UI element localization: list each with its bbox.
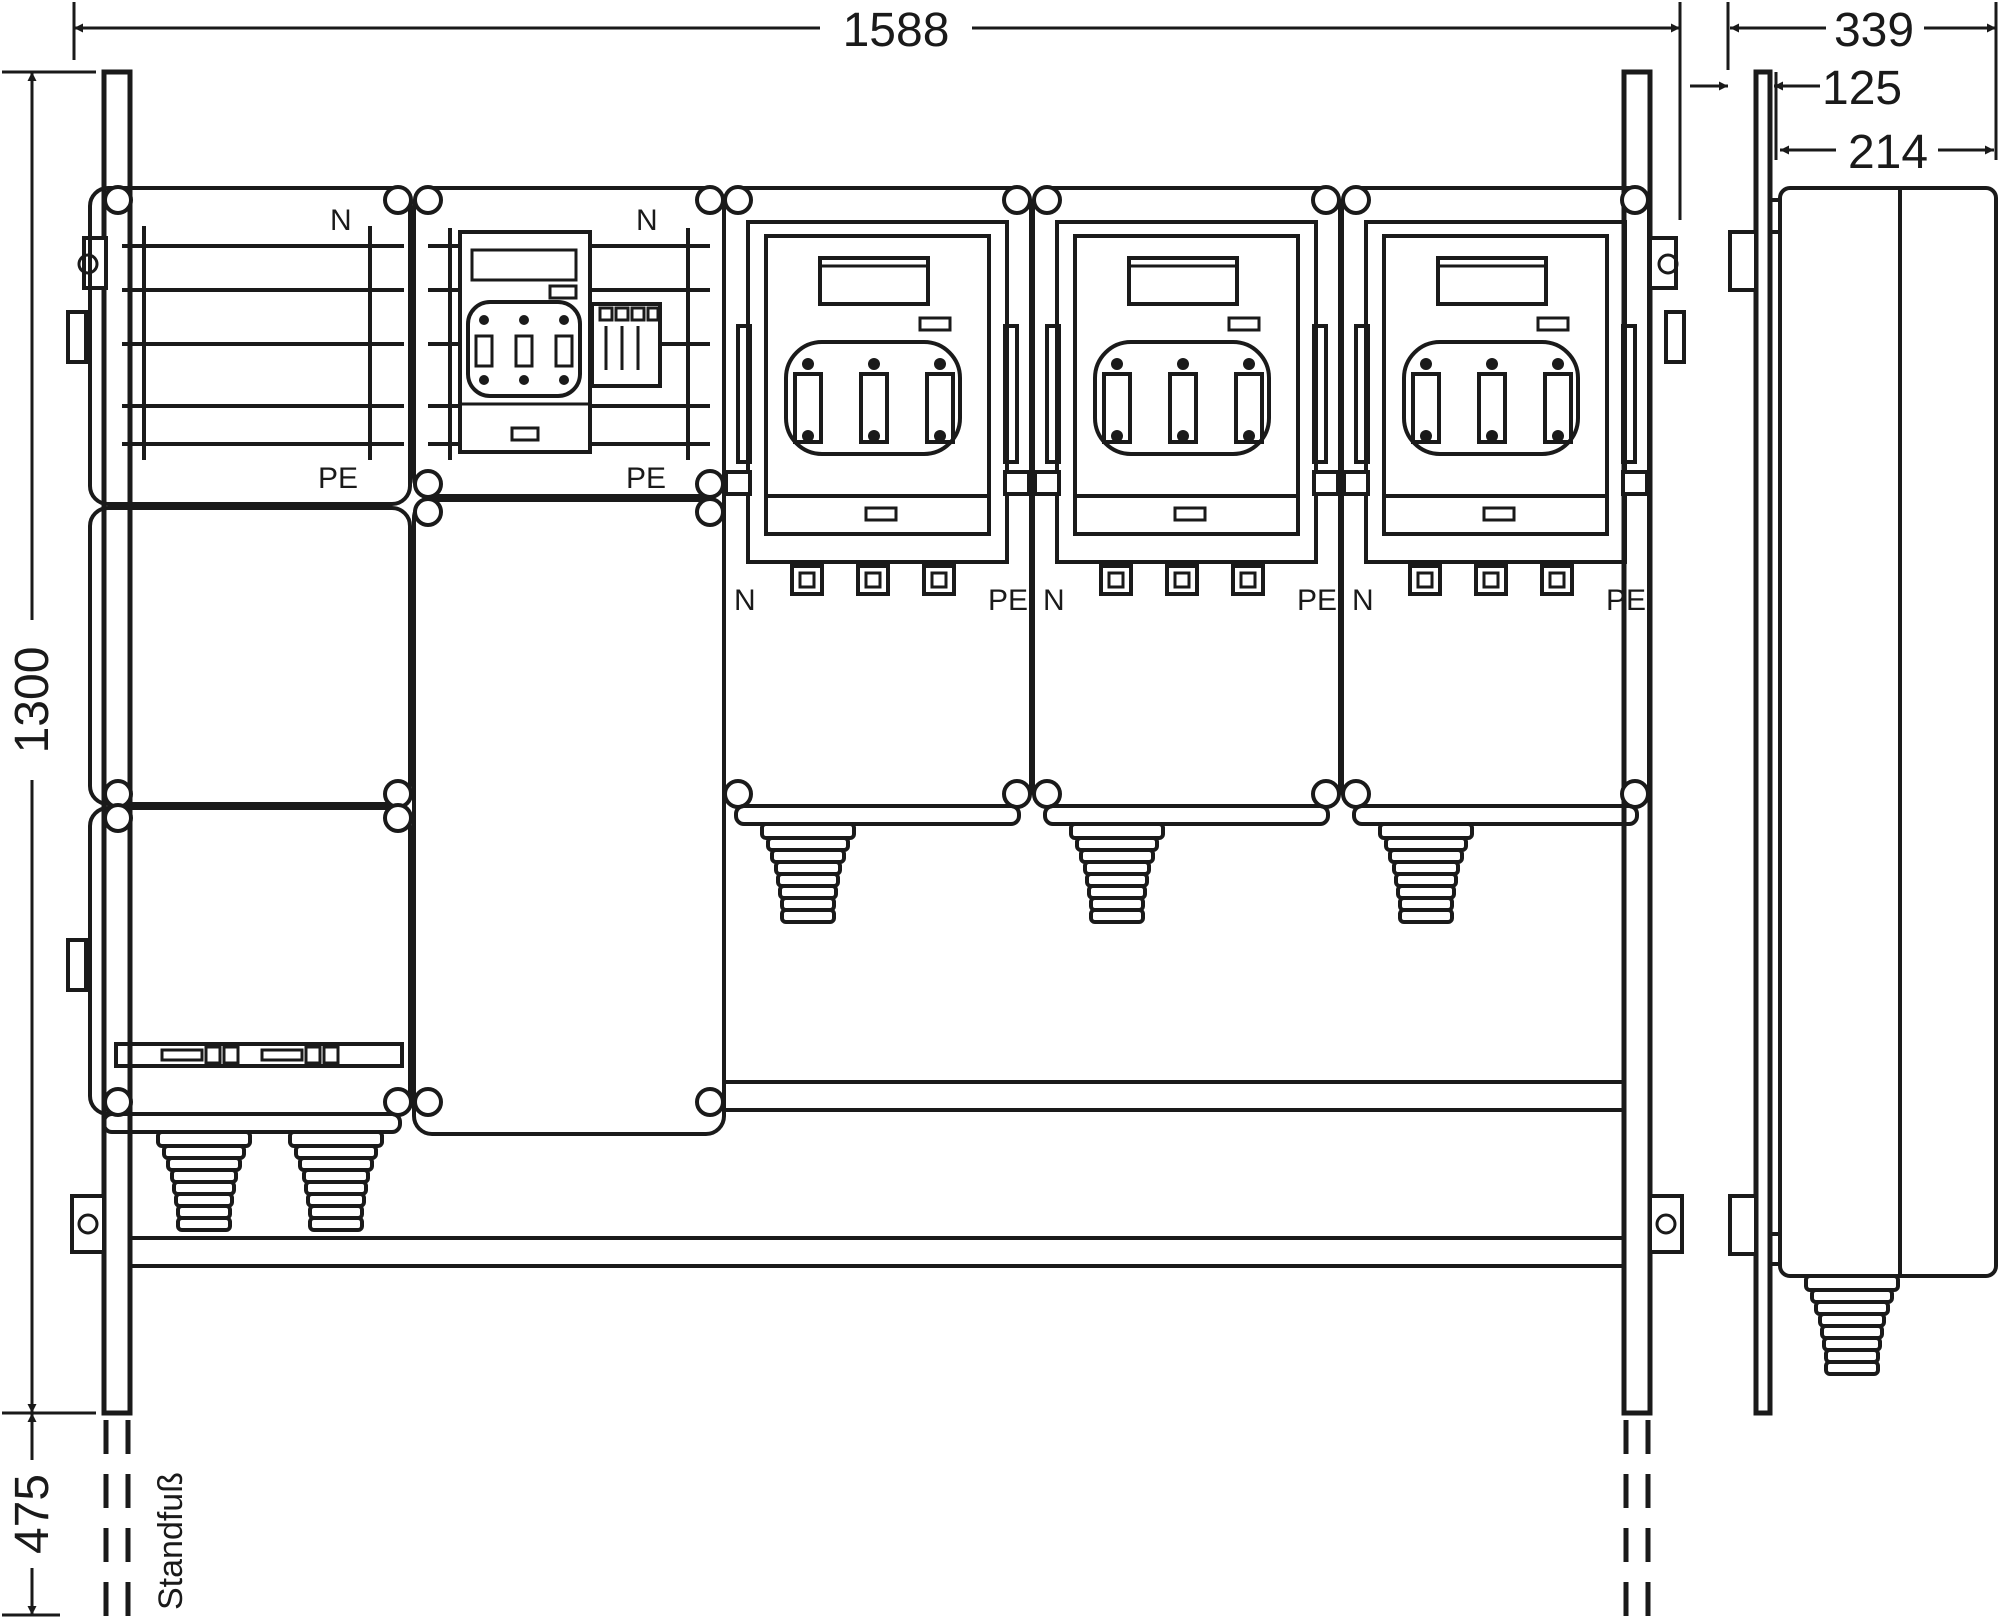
dimension-side-offset-value: 125 bbox=[1822, 62, 1902, 115]
left-post bbox=[101, 69, 133, 1416]
fuse-module-pe-label: PE bbox=[988, 584, 1028, 617]
front-view: Standfuß bbox=[66, 69, 1686, 1618]
side-housing bbox=[1778, 186, 1998, 1278]
module-fuse-switch: N PE bbox=[1340, 185, 1651, 924]
cable-gland bbox=[1069, 822, 1165, 924]
module-fuse-switch: N PE bbox=[722, 185, 1033, 924]
dimension-height-value: 1300 bbox=[6, 647, 59, 754]
fuse-module-pe-label: PE bbox=[1297, 584, 1337, 617]
cable-gland bbox=[156, 1130, 252, 1232]
side-post bbox=[1753, 69, 1773, 1416]
stand-foot-extension bbox=[103, 1420, 1651, 1618]
dimension-stand-foot-value: 475 bbox=[6, 1474, 59, 1554]
module1-neutral-label: N bbox=[330, 204, 352, 237]
module-fuse-switch: N PE bbox=[1031, 185, 1342, 924]
dimension-stand-foot: 475 bbox=[2, 1413, 60, 1617]
left-mount-lugs bbox=[66, 236, 108, 1254]
dimension-overall-width-value: 1588 bbox=[843, 4, 950, 57]
fuse-switch-disconnector bbox=[1382, 234, 1609, 536]
right-mount-lugs bbox=[1648, 236, 1686, 1254]
module-busbar: N PE bbox=[88, 185, 413, 1232]
dimension-side-housing-value: 214 bbox=[1848, 126, 1928, 179]
fuse-switch-modules: N PE N PE N PE bbox=[722, 185, 1651, 924]
fuse-switch-disconnector bbox=[764, 234, 991, 536]
right-post bbox=[1621, 69, 1653, 1416]
stand-foot-label: Standfuß bbox=[152, 1472, 190, 1610]
fuse-switch-disconnector bbox=[1073, 234, 1300, 536]
main-switch-device bbox=[458, 230, 592, 454]
cable-gland bbox=[1378, 822, 1474, 924]
module2-neutral-label: N bbox=[636, 204, 658, 237]
cable-gland bbox=[760, 822, 856, 924]
module2-pe-label: PE bbox=[626, 462, 666, 495]
fuse-module-neutral-label: N bbox=[734, 584, 756, 617]
fuse-module-neutral-label: N bbox=[1352, 584, 1374, 617]
cable-gland bbox=[1804, 1274, 1900, 1376]
module1-pe-label: PE bbox=[318, 462, 358, 495]
surge-protection-device bbox=[590, 302, 662, 388]
dimension-side-total-value: 339 bbox=[1834, 4, 1914, 57]
dimension-height: 1300 bbox=[2, 70, 96, 1415]
module-main-switch: N PE bbox=[412, 185, 726, 1136]
side-view: 339 125 214 bbox=[1690, 2, 1998, 1416]
cable-gland bbox=[288, 1130, 384, 1232]
fuse-module-pe-label: PE bbox=[1606, 584, 1646, 617]
fuse-module-neutral-label: N bbox=[1043, 584, 1065, 617]
bottom-rails bbox=[128, 1080, 1626, 1268]
dimension-overall-width: 1588 bbox=[72, 2, 1682, 220]
